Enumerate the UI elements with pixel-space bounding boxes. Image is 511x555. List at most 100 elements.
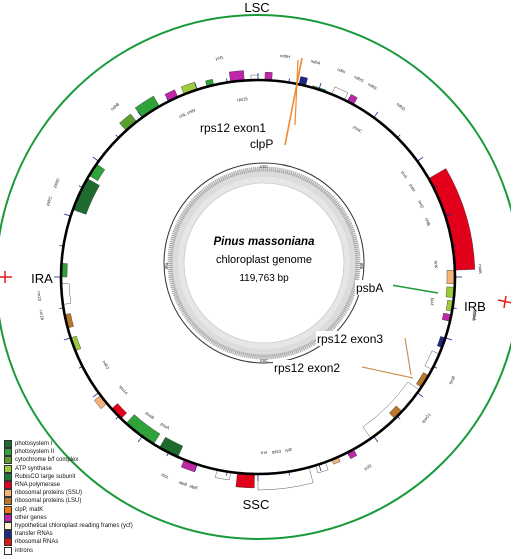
legend-swatch (4, 473, 12, 481)
legend-label: ATP synthase (15, 466, 52, 472)
genome-size: 119,763 bp (239, 273, 289, 284)
trna-tick (64, 338, 70, 340)
gene-label: ycf2 (363, 463, 373, 472)
legend-item: introns (4, 546, 164, 554)
gene-label: ndhD (396, 101, 407, 111)
legend-item: ribosomal proteins (LSU) (4, 497, 164, 505)
legend-label: ribosomal proteins (SSU) (15, 490, 82, 496)
callout-psbA-line (391, 285, 438, 293)
trna-tick (167, 453, 168, 456)
legend-label: RNA polymerase (15, 482, 60, 488)
legend-item: cytochrome b/f complex (4, 456, 164, 464)
genome-subtitle: chloroplast genome (216, 254, 312, 266)
legend-swatch (4, 522, 12, 530)
gene-label: rpoB (448, 375, 457, 385)
lsc-label: LSC (244, 0, 269, 15)
legend-item: hypothetical chloroplast reading frames … (4, 522, 164, 530)
irb-marker (498, 296, 511, 308)
gene-label: ycf3 (429, 297, 435, 306)
legend-label: introns (15, 548, 33, 554)
gene-label: ndhH (280, 53, 291, 59)
gene-label: trnG (417, 200, 425, 209)
ira-marker (0, 271, 12, 283)
trna-tick (79, 367, 82, 368)
gene-label: psbC (45, 195, 53, 206)
trna-tick (64, 214, 70, 216)
trna-tick (398, 135, 400, 137)
trna-tick (418, 157, 423, 161)
gene-label: atpE (189, 483, 199, 490)
callout-clpP-line (285, 58, 302, 145)
legend-swatch (4, 489, 12, 497)
legend-swatch (4, 465, 12, 473)
trna-tick (116, 135, 118, 137)
gene-label: rrn16 (39, 310, 46, 321)
legend-label: transfer RNAs (15, 531, 53, 537)
gene-label: matK (478, 264, 483, 274)
legend-label: photosystem I (15, 441, 52, 447)
trna-tick (79, 186, 82, 187)
legend-swatch (4, 481, 12, 489)
legend-label: ribosomal proteins (LSU) (15, 498, 81, 504)
gene-label: rps14 (118, 384, 129, 396)
gene-label: ndhI (337, 67, 346, 75)
legend-item: RNA polymerase (4, 481, 164, 489)
gene-label: rps15 (237, 96, 249, 102)
callout-rps12-exon3-line (405, 338, 411, 375)
legend-item: ribosomal RNAs (4, 538, 164, 546)
gene-label: psaC (352, 124, 363, 134)
gene-label: psaB (145, 410, 156, 420)
trna-tick (418, 393, 423, 397)
legend-swatch (4, 506, 12, 514)
legend-swatch (4, 497, 12, 505)
trna-tick (93, 393, 98, 397)
callout-rps12-exon2-line (362, 367, 413, 378)
inner-ssc-label: SSC (260, 358, 269, 363)
legend-swatch (4, 547, 12, 555)
gene-label: rpl2 (285, 447, 293, 453)
legend-label: clpP, matK (15, 507, 43, 513)
gene-label: rpl23 (271, 448, 281, 454)
legend-item: clpP, matK (4, 506, 164, 514)
legend-item: RubisCO large subunit (4, 473, 164, 481)
gene-label: ycf1 (215, 55, 224, 61)
legend-label: cytochrome b/f complex (15, 457, 78, 463)
gene-label: ndhA (310, 58, 321, 65)
legend-swatch (4, 530, 12, 538)
gene-label: trnS (400, 170, 409, 179)
gene-label: ndhG (353, 74, 364, 83)
gene-label: ndhJ (102, 360, 111, 370)
inner-ira-label: IRa (164, 262, 169, 269)
gene-label: rrn23 (36, 291, 42, 302)
legend-label: RubisCO large subunit (15, 474, 75, 480)
gene-label: psbA (471, 310, 478, 320)
legend-swatch (4, 448, 12, 456)
legend-label: other genes (15, 515, 47, 521)
gene-label: chlB (424, 217, 431, 226)
legend-item: other genes (4, 514, 164, 522)
legend-swatch (4, 440, 12, 448)
legend-swatch (4, 514, 12, 522)
legend-item: photosystem I (4, 440, 164, 448)
trna-tick (434, 367, 437, 368)
inner-irb-label: IRb (359, 263, 364, 270)
gene-block (429, 169, 475, 271)
gene-label: psbD (52, 177, 61, 188)
trna-tick (398, 417, 400, 419)
callout-rps12-exon3: rps12 exon3 (317, 332, 383, 346)
gene-label: chlN (186, 108, 196, 116)
gene-block (258, 467, 313, 490)
callout-clpP: clpP (250, 137, 273, 151)
trna-tick (374, 437, 378, 442)
legend-swatch (4, 538, 12, 546)
ssc-label: SSC (243, 497, 270, 512)
callout-psbA: psbA (356, 281, 383, 295)
gene-label: atpB (178, 479, 188, 487)
ira-label: IRA (31, 271, 53, 286)
legend-swatch (4, 456, 12, 464)
legend-item: ATP synthase (4, 465, 164, 473)
legend-item: ribosomal proteins (SSU) (4, 489, 164, 497)
species-name: Pinus massoniana (214, 236, 316, 248)
gene-label: ndhE (367, 82, 378, 91)
legend-label: hypothetical chloroplast reading frames … (15, 523, 133, 529)
